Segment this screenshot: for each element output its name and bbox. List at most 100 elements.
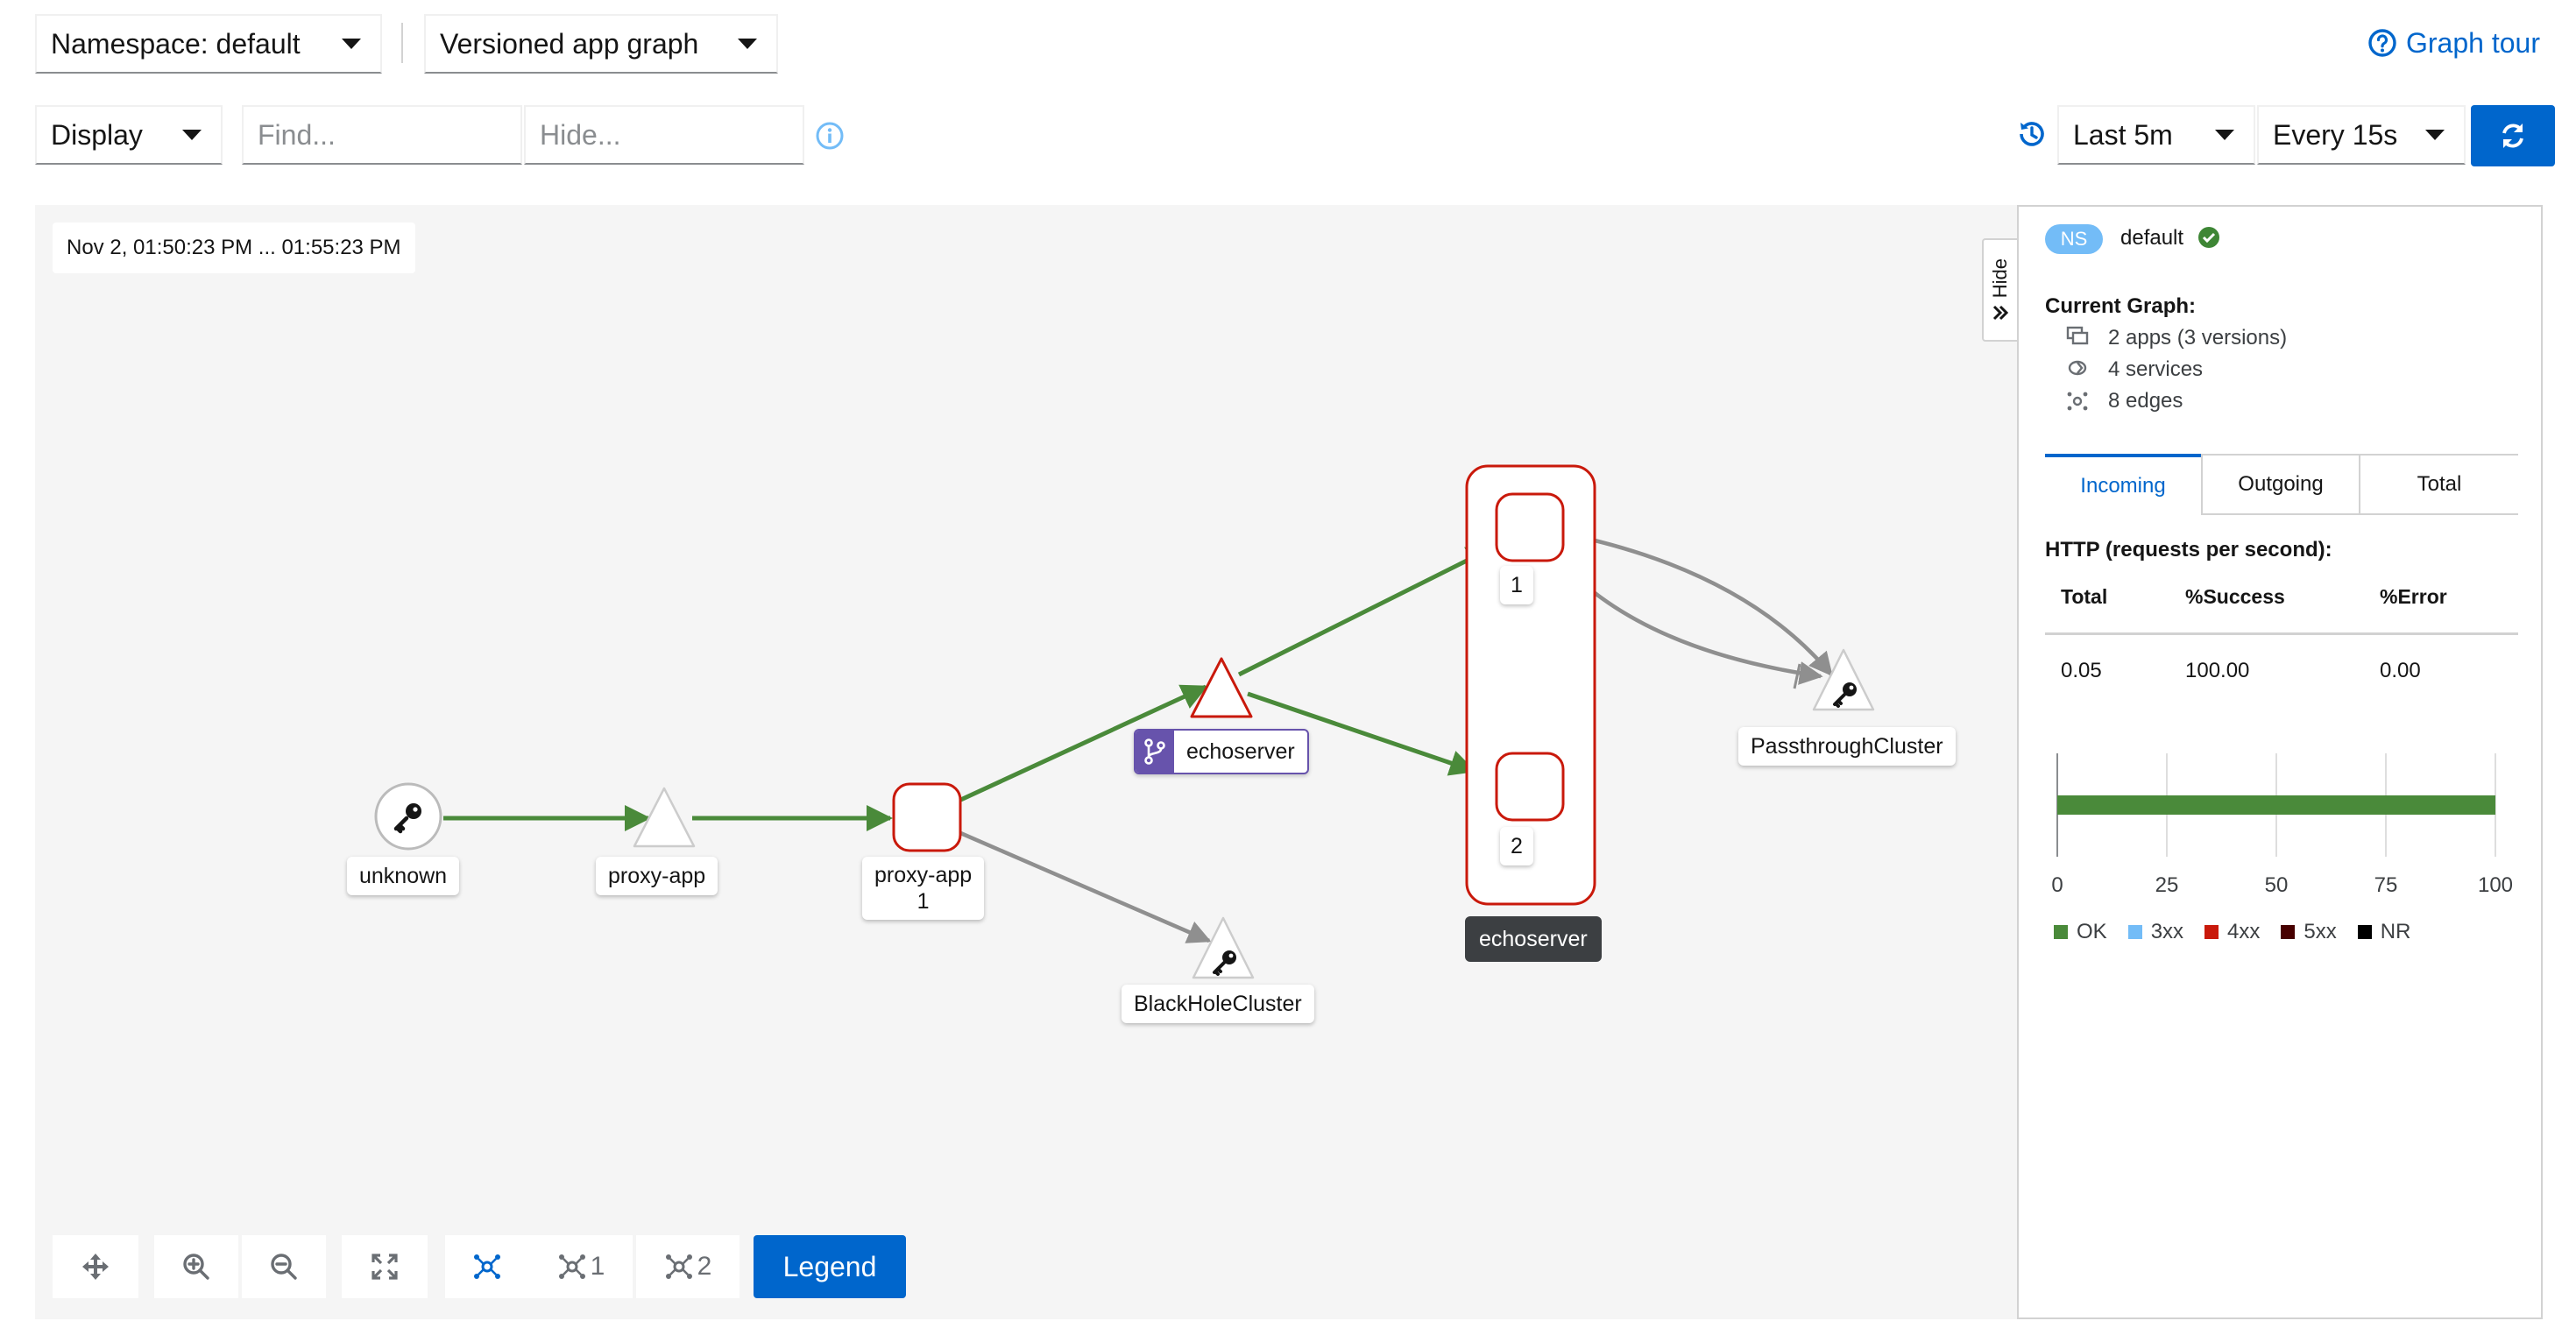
chart-tick-label: 25 [2155,873,2179,897]
table-value-error: 0.00 [2380,659,2421,682]
graph-edges-and-nodes [374,464,1875,979]
tab-incoming[interactable]: Incoming [2045,454,2201,515]
label-proxy-app-service: proxy-app [596,857,718,895]
legend-item-nr: NR [2357,920,2411,944]
help-circle-icon [2368,29,2396,57]
find-input[interactable]: Find... [242,105,522,165]
edge-tick-marker [1793,663,1801,689]
layout-default-button[interactable] [445,1235,529,1298]
chevron-down-icon [182,130,202,140]
label-echoserver-v2-text: 2 [1511,834,1523,858]
graph-tour-label: Graph tour [2406,26,2540,59]
legend-label: 5xx [2304,920,2337,943]
duration-label: Last 5m [2073,118,2173,151]
namespace-badge: NS [2045,224,2103,254]
table-value-total: 0.05 [2061,659,2102,682]
edge-proxy-app-blackhole[interactable] [958,830,1212,943]
label-blackhole-cluster: BlackHoleCluster [1122,985,1314,1023]
layout-1-button[interactable]: 1 [529,1235,633,1298]
legend-item-4xx: 4xx [2204,920,2260,944]
table-header-success: %Success [2185,585,2285,608]
pan-button[interactable] [53,1235,138,1298]
graph-type-label: Versioned app graph [440,27,699,60]
label-passthrough-cluster: PassthroughCluster [1738,727,1956,766]
label-unknown-text: unknown [359,864,448,888]
services-count: 4 services [2108,357,2204,381]
refresh-interval-dropdown[interactable]: Every 15s [2257,105,2466,165]
node-proxy-app-v1[interactable] [892,782,962,852]
check-circle-icon [2198,227,2219,248]
branch-icon [1144,738,1165,765]
namespace-dropdown-label: Namespace: default [51,27,301,60]
node-echoserver-v2[interactable] [1495,752,1565,822]
key-icon [1833,682,1857,708]
chevron-down-icon [738,39,757,49]
refresh-button[interactable] [2471,105,2555,166]
graph-tour-link[interactable]: Graph tour [2367,21,2540,65]
legend-label: 3xx [2150,920,2184,943]
topology-icon [474,1254,500,1279]
tab-outgoing[interactable]: Outgoing [2201,454,2360,515]
fit-to-screen-button[interactable] [342,1235,428,1298]
node-echoserver-v1[interactable] [1495,492,1565,562]
apps-icon [2066,326,2089,345]
services-icon [2068,360,2087,376]
label-unknown: unknown [347,857,460,895]
legend-label: OK [2077,920,2107,943]
node-proxy-app-service[interactable] [633,787,696,848]
duration-dropdown[interactable]: Last 5m [2057,105,2255,165]
display-dropdown[interactable]: Display [35,105,223,165]
summary-panel: NS default Current Graph: 2 apps (3 vers… [2017,205,2543,1319]
zoom-in-icon [183,1254,209,1280]
legend-swatch [2054,925,2068,939]
history-icon[interactable] [2015,117,2049,151]
chart-tick-label: 75 [2374,873,2398,897]
time-range-text: Nov 2, 01:50:23 PM ... 01:55:23 PM [67,236,401,259]
label-proxy-app-v1-version: 1 [916,889,930,914]
edge-echoserver-v1[interactable] [1237,546,1494,677]
current-graph-title: Current Graph: [2045,294,2197,318]
label-echoserver-v1-text: 1 [1511,573,1523,597]
info-icon[interactable] [815,121,845,151]
legend-item-ok: OK [2054,920,2107,944]
toolbar-divider [401,23,403,63]
graph-type-dropdown[interactable]: Versioned app graph [424,14,778,74]
hide-input[interactable]: Hide... [524,105,804,165]
chart-legend: OK 3xx 4xx 5xx NR [2054,920,2410,944]
expand-icon [372,1254,398,1280]
namespace-badge-text: NS [2060,228,2088,250]
tab-outgoing-label: Outgoing [2238,472,2324,496]
hide-label: Hide [1989,258,2011,299]
edge-proxy-app-echoserver[interactable] [953,684,1208,805]
node-echoserver-service[interactable] [1190,657,1253,718]
graph-canvas[interactable]: Nov 2, 01:50:23 PM ... 01:55:23 PM [35,205,2017,1319]
refresh-interval-label: Every 15s [2273,118,2398,151]
node-passthrough-cluster[interactable] [1812,648,1875,711]
legend-label: 4xx [2227,920,2261,943]
zoom-out-button[interactable] [242,1235,326,1298]
zoom-in-button[interactable] [154,1235,238,1298]
display-label: Display [51,118,143,151]
legend-button[interactable]: Legend [754,1235,906,1298]
legend-label: NR [2380,920,2411,943]
namespace-dropdown[interactable]: Namespace: default [35,14,382,74]
node-unknown[interactable] [374,782,442,851]
namespace-name[interactable]: default [2120,226,2184,250]
tab-total[interactable]: Total [2359,454,2518,515]
table-value-success: 100.00 [2185,659,2250,682]
time-range-label: Nov 2, 01:50:23 PM ... 01:55:23 PM [53,223,415,273]
node-blackhole-cluster[interactable] [1192,916,1255,979]
label-blackhole-text: BlackHoleCluster [1134,992,1302,1016]
double-chevron-right-icon [1992,305,2009,320]
legend-swatch [2204,925,2219,939]
edge-echoserver-v2[interactable] [1247,691,1476,776]
legend-swatch [2357,925,2372,939]
edge-echoserver-v1-passthrough-a[interactable] [1559,530,1833,677]
layout-2-button[interactable]: 2 [636,1235,740,1298]
table-header-error: %Error [2380,585,2447,608]
label-proxy-app-service-text: proxy-app [608,864,706,888]
hide-placeholder: Hide... [540,118,621,151]
chart-bar-ok[interactable] [2057,795,2495,815]
hide-panel-toggle[interactable]: Hide [1982,238,2017,342]
